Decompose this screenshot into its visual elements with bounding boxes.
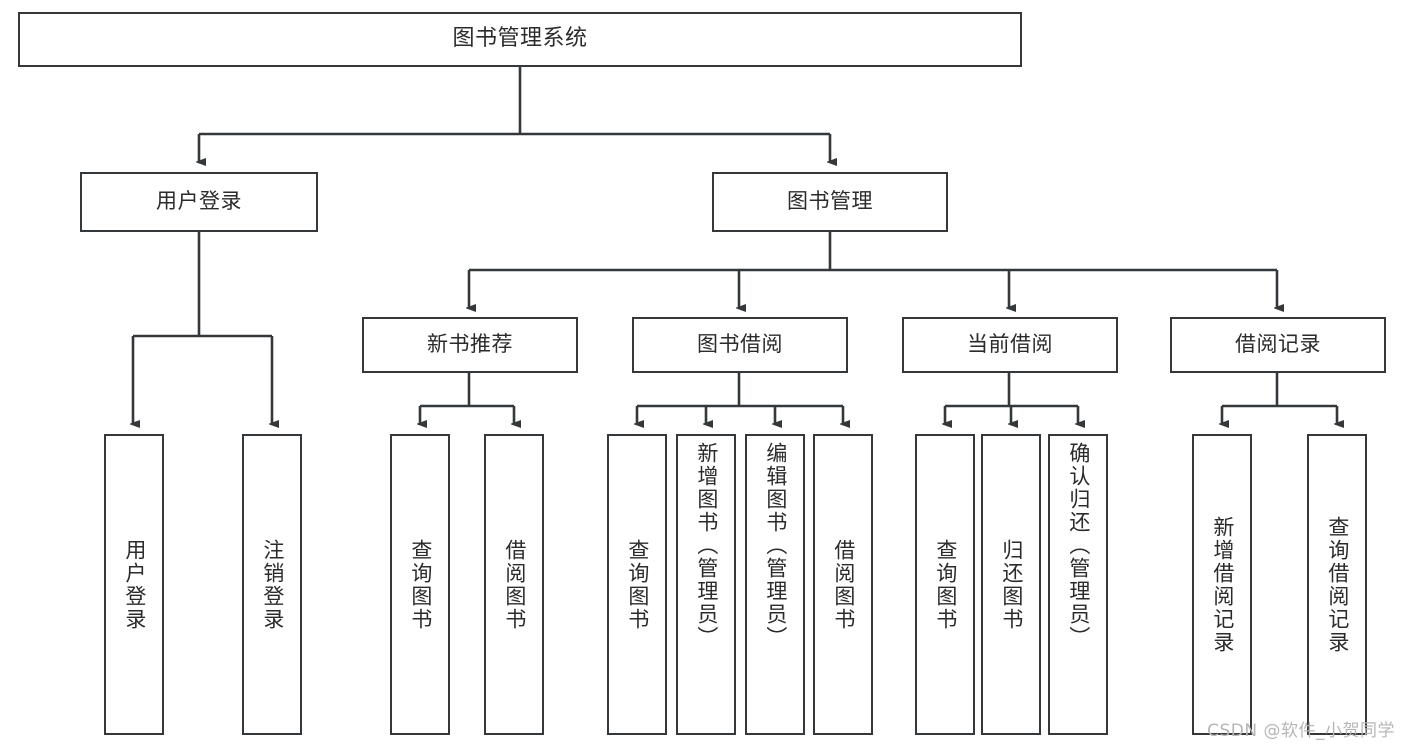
leaf-text-wrap: 查询借阅记录 [1309,436,1365,733]
node-label: 确认归还（管理员） [1066,442,1091,649]
node-user-login[interactable]: 用户登录 [80,172,318,232]
leaf-text-wrap: 查询图书 [609,436,665,733]
node-label: 用户登录 [122,538,147,631]
leaf-query-book-recommend[interactable]: 查询图书 [390,434,450,735]
leaf-text-wrap: 注销登录 [244,436,300,733]
leaf-logout[interactable]: 注销登录 [242,434,302,735]
node-label: 用户登录 [156,189,242,214]
leaf-text-wrap: 查询图书 [917,436,973,733]
leaf-text-wrap: 确认归还（管理员） [1050,436,1106,739]
leaf-add-borrow-record[interactable]: 新增借阅记录 [1192,434,1252,735]
node-root-system[interactable]: 图书管理系统 [18,12,1022,67]
node-label: 新书推荐 [427,332,513,357]
leaf-text-wrap: 新增图书（管理员） [678,436,734,739]
node-label: 图书借阅 [697,332,783,357]
leaf-text-wrap: 编辑图书（管理员） [747,436,803,739]
leaf-query-book-borrow[interactable]: 查询图书 [607,434,667,735]
node-label: 编辑图书（管理员） [763,442,788,649]
leaf-text-wrap: 查询图书 [392,436,448,733]
node-borrow-records[interactable]: 借阅记录 [1170,317,1386,373]
node-label: 查询借阅记录 [1325,515,1350,654]
leaf-edit-book-admin[interactable]: 编辑图书（管理员） [745,434,805,735]
leaf-text-wrap: 用户登录 [106,436,162,733]
node-label: 查询图书 [408,538,433,631]
leaf-return-book[interactable]: 归还图书 [981,434,1041,735]
node-label: 图书管理系统 [452,26,588,52]
leaf-confirm-return-admin[interactable]: 确认归还（管理员） [1048,434,1108,735]
node-label: 借阅图书 [831,538,856,631]
node-label: 当前借阅 [967,332,1053,357]
node-label: 新增图书（管理员） [694,442,719,649]
node-label: 借阅图书 [502,538,527,631]
leaf-query-book-current[interactable]: 查询图书 [915,434,975,735]
node-new-book-recommend[interactable]: 新书推荐 [362,317,578,373]
node-label: 归还图书 [999,538,1024,631]
leaf-user-login[interactable]: 用户登录 [104,434,164,735]
leaf-add-book-admin[interactable]: 新增图书（管理员） [676,434,736,735]
leaf-text-wrap: 借阅图书 [486,436,542,733]
node-label: 新增借阅记录 [1210,515,1235,654]
leaf-text-wrap: 归还图书 [983,436,1039,733]
node-label: 图书管理 [787,189,873,214]
watermark-text: CSDN @软件_小贺同学 [1207,721,1395,741]
node-label: 查询图书 [625,538,650,631]
node-book-management[interactable]: 图书管理 [712,172,948,232]
leaf-text-wrap: 借阅图书 [815,436,871,733]
node-current-borrow[interactable]: 当前借阅 [902,317,1118,373]
node-label: 借阅记录 [1235,332,1321,357]
node-book-borrow[interactable]: 图书借阅 [632,317,848,373]
leaf-borrow-book-recommend[interactable]: 借阅图书 [484,434,544,735]
leaf-query-borrow-record[interactable]: 查询借阅记录 [1307,434,1367,735]
leaf-borrow-book[interactable]: 借阅图书 [813,434,873,735]
node-label: 查询图书 [933,538,958,631]
leaf-text-wrap: 新增借阅记录 [1194,436,1250,733]
node-label: 注销登录 [260,538,285,631]
